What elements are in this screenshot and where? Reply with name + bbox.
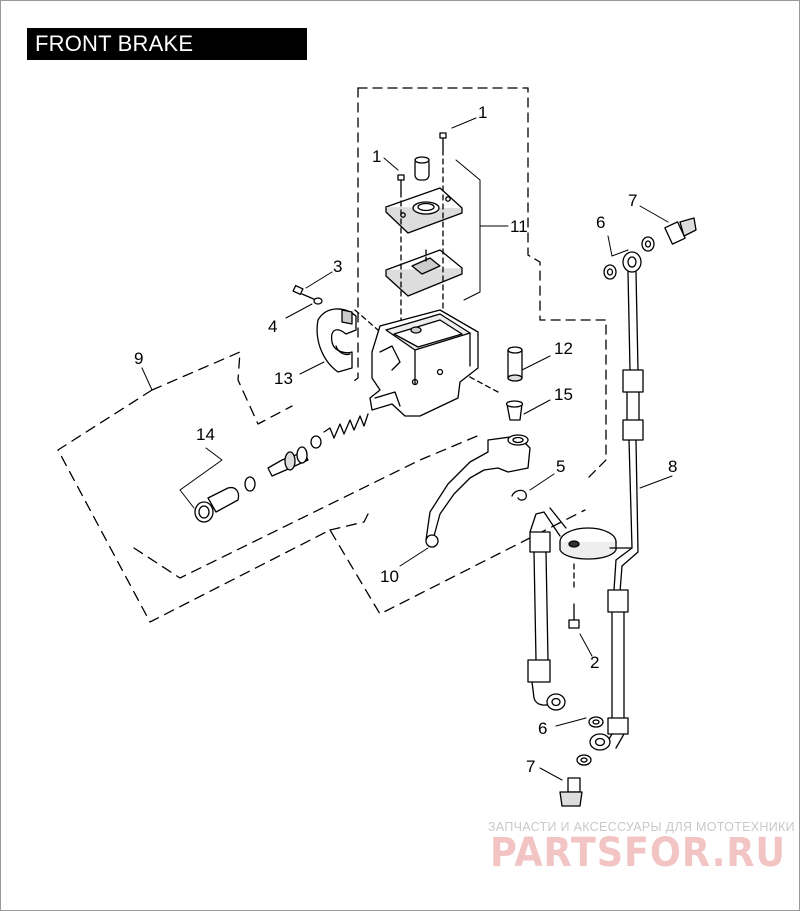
callout-labels: 1 1 11 3 4 13 9 14 12 15 5 10 8 6 7 2 6 … (134, 103, 677, 776)
piston (267, 446, 309, 477)
reservoir-cover (385, 187, 463, 234)
callout-9: 9 (134, 349, 143, 368)
pivot-insert (505, 400, 524, 421)
watermark-caption: ЗАПЧАСТИ И АКСЕССУАРЫ ДЛЯ МОТОТЕХНИКИ (488, 820, 795, 834)
callout-15: 15 (554, 385, 573, 404)
callout-3: 3 (333, 257, 342, 276)
callout-13: 13 (274, 369, 293, 388)
leader-lines (141, 117, 673, 781)
clamp-washer (313, 297, 323, 305)
banjo-washer-top-b (641, 236, 655, 252)
callout-6-top: 6 (596, 213, 605, 232)
piston-seal (310, 435, 322, 449)
master-cylinder-body (369, 309, 479, 417)
callout-11: 11 (510, 217, 528, 236)
banjo-washer-bottom-a (588, 716, 604, 728)
brake-line-hose (605, 271, 644, 749)
callout-2: 2 (590, 653, 599, 672)
callout-1-upper: 1 (478, 103, 487, 122)
reservoir-plug (414, 156, 430, 181)
pivot-bushing (507, 346, 523, 382)
callout-12: 12 (554, 339, 573, 358)
callout-7-bottom: 7 (526, 757, 535, 776)
lever-retaining-clip (511, 489, 527, 501)
banjo-bolt-top (664, 217, 697, 245)
banjo-fitting-bottom (589, 733, 611, 751)
brake-lever (425, 434, 531, 548)
brake-line-left (527, 531, 566, 711)
banjo-fitting-top (622, 251, 642, 273)
diagram-title: FRONT BRAKE CONTROL (27, 28, 307, 88)
watermark-brand: PARTSFOR.RU (490, 830, 786, 876)
callout-7-top: 7 (628, 191, 637, 210)
banjo-washer-bottom-b (576, 754, 592, 766)
callout-14: 14 (196, 425, 215, 444)
clamp-screw (292, 284, 317, 301)
hose-manifold (529, 507, 633, 560)
callout-6-bottom: 6 (538, 719, 547, 738)
piston-o-ring (244, 476, 256, 492)
cover-screw-left (397, 174, 405, 193)
lever-group-outline (57, 351, 586, 623)
piston-boot (194, 486, 240, 523)
handlebar-clamp (316, 308, 357, 373)
callout-1-lower: 1 (372, 147, 381, 166)
piston-spring (323, 413, 369, 439)
watermark: ЗАПЧАСТИ И АКСЕССУАРЫ ДЛЯ МОТОТЕХНИКИ PA… (488, 820, 795, 876)
cover-group-outline (349, 87, 607, 479)
banjo-bolt-bottom (559, 777, 583, 807)
callout-4: 4 (268, 317, 277, 336)
reservoir-diaphragm (385, 249, 463, 297)
callout-8: 8 (668, 457, 677, 476)
callout-5: 5 (556, 457, 565, 476)
callout-10: 10 (380, 567, 399, 586)
banjo-washer-top-a (603, 264, 617, 280)
cover-screw-right (439, 132, 447, 151)
manifold-screw (568, 603, 580, 629)
